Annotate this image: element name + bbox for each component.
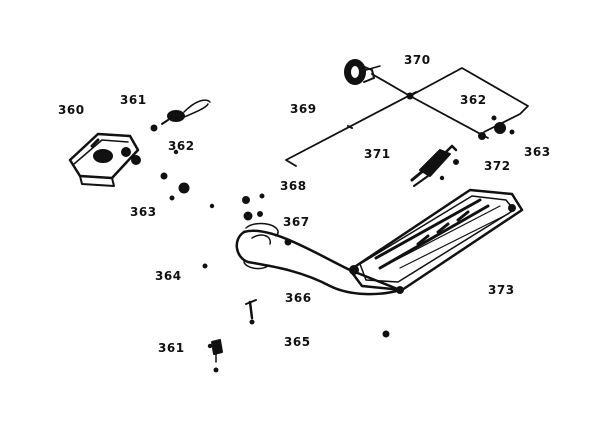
switch-housing-part-360 xyxy=(68,132,141,187)
screw-and-lead-part-361 xyxy=(150,99,211,132)
part-label-368: 368 xyxy=(280,179,307,193)
part-label-367: 367 xyxy=(283,215,310,229)
part-label-362-left: 362 xyxy=(168,139,195,153)
lamp-bracket-part-372 xyxy=(410,144,459,187)
nut-and-washer-left xyxy=(160,172,190,201)
nut-and-washer-right xyxy=(478,115,515,140)
part-label-371: 371 xyxy=(364,147,391,161)
lamp-socket-part-370 xyxy=(344,59,381,85)
part-label-363-right: 363 xyxy=(524,145,551,159)
part-label-370: 370 xyxy=(404,53,431,67)
lamp-arm-part-366 xyxy=(235,229,402,296)
part-label-373: 373 xyxy=(488,283,515,297)
part-label-362-right: 362 xyxy=(460,93,487,107)
part-label-363-left: 363 xyxy=(130,205,157,219)
terminal-fitting-part-361 xyxy=(207,339,223,373)
part-label-372: 372 xyxy=(484,159,511,173)
leader-marks xyxy=(173,149,445,209)
part-label-366: 366 xyxy=(285,291,312,305)
part-label-369: 369 xyxy=(290,102,317,116)
fasteners-part-367-368 xyxy=(242,193,292,246)
part-label-361-bottom: 361 xyxy=(158,341,185,355)
wire-cord-part-369 xyxy=(285,67,529,167)
lamp-housing-part-373 xyxy=(348,188,524,294)
part-label-361-top: 361 xyxy=(120,93,147,107)
part-label-360: 360 xyxy=(58,103,85,117)
part-label-364-left: 364 xyxy=(155,269,182,283)
screws-part-364-365 xyxy=(202,261,390,338)
part-label-365: 365 xyxy=(284,335,311,349)
